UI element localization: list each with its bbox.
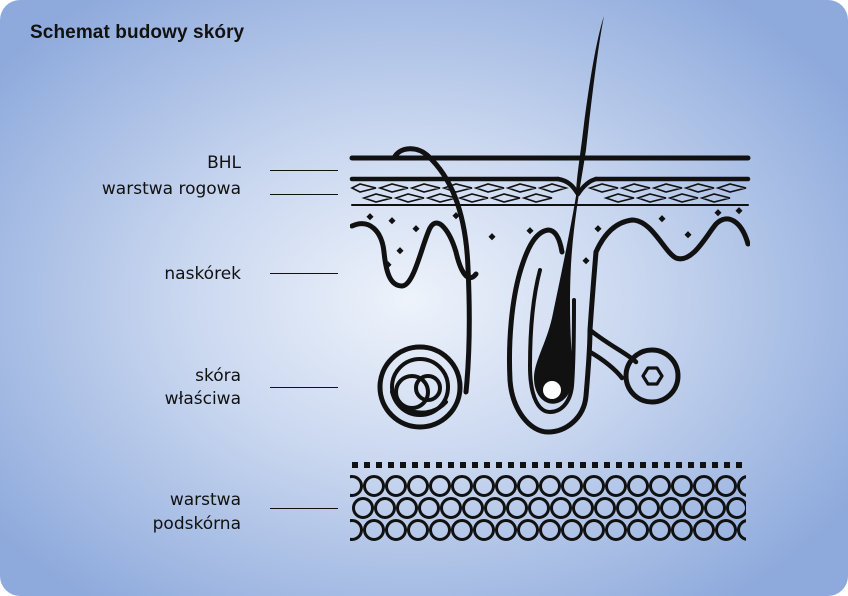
hair-follicle-inner bbox=[528, 268, 576, 414]
leader-warstwa-rogowa bbox=[270, 194, 338, 195]
corneum-pattern bbox=[350, 183, 747, 203]
fat-cell bbox=[737, 475, 746, 497]
fat-cell bbox=[484, 497, 506, 519]
label-bhl: BHL bbox=[207, 153, 241, 173]
fat-cell bbox=[594, 497, 616, 519]
leader-bhl bbox=[270, 170, 338, 171]
hair-shaft bbox=[534, 16, 604, 404]
leader-warstwa-podskorna bbox=[270, 508, 338, 509]
fat-cell bbox=[583, 519, 605, 541]
fat-cell bbox=[495, 475, 517, 497]
label-warstwa-podskorna-line2: podskórna bbox=[152, 514, 241, 534]
fat-cell bbox=[616, 497, 638, 519]
fat-cell bbox=[385, 519, 407, 541]
fat-cell bbox=[473, 475, 495, 497]
sweat-duct bbox=[425, 153, 472, 395]
sweat-duct-top bbox=[391, 146, 431, 161]
fat-cell bbox=[550, 497, 572, 519]
fat-cell bbox=[561, 519, 583, 541]
fat-cell bbox=[627, 519, 649, 541]
fat-cell bbox=[715, 519, 737, 541]
fat-cell bbox=[517, 519, 539, 541]
fat-cell bbox=[715, 475, 737, 497]
fat-cell bbox=[726, 497, 746, 519]
fat-cell bbox=[539, 519, 561, 541]
fat-cell bbox=[374, 497, 396, 519]
epidermis-border bbox=[350, 216, 750, 289]
fat-cell bbox=[605, 475, 627, 497]
fat-cell bbox=[605, 519, 627, 541]
leader-skora-wlasciwa bbox=[270, 387, 338, 388]
label-warstwa-podskorna-line1: warstwa bbox=[169, 490, 241, 510]
hair-follicle-outer bbox=[506, 249, 599, 435]
fat-cells bbox=[350, 475, 769, 541]
fat-cell bbox=[385, 475, 407, 497]
fat-cell bbox=[418, 497, 440, 519]
diagram-title: Schemat budowy skóry bbox=[30, 22, 245, 43]
fat-cell bbox=[429, 519, 451, 541]
fat-cell bbox=[682, 497, 704, 519]
sweat-gland-coil bbox=[377, 344, 463, 430]
fat-cell bbox=[693, 519, 715, 541]
epidermis-dots bbox=[366, 207, 743, 269]
sebaceous-hexagon bbox=[641, 366, 664, 386]
fat-cell bbox=[462, 497, 484, 519]
fat-cell bbox=[517, 475, 539, 497]
fat-cell bbox=[506, 497, 528, 519]
fat-cell bbox=[350, 519, 363, 541]
fat-cell bbox=[473, 519, 495, 541]
fat-cell bbox=[671, 519, 693, 541]
fat-cell bbox=[407, 519, 429, 541]
fat-cell bbox=[750, 499, 769, 518]
fat-cell bbox=[429, 475, 451, 497]
fat-cell bbox=[528, 497, 550, 519]
fat-cell bbox=[451, 519, 473, 541]
fat-cell bbox=[693, 475, 715, 497]
fat-cell bbox=[638, 497, 660, 519]
fat-cell bbox=[363, 475, 385, 497]
label-warstwa-rogowa: warstwa rogowa bbox=[101, 179, 241, 199]
leader-naskorek bbox=[270, 273, 338, 274]
sebaceous-gland bbox=[623, 347, 681, 405]
label-skora-wlasciwa-line1: skóra bbox=[195, 366, 241, 386]
fat-cell bbox=[440, 497, 462, 519]
fat-cell bbox=[583, 475, 605, 497]
fat-cell bbox=[350, 475, 363, 497]
fat-cell bbox=[539, 475, 561, 497]
fat-cell bbox=[396, 497, 418, 519]
fat-cell bbox=[572, 497, 594, 519]
fat-cell bbox=[704, 497, 726, 519]
fat-cell bbox=[363, 519, 385, 541]
fat-cell bbox=[352, 497, 374, 519]
fat-cell bbox=[627, 475, 649, 497]
fat-cell bbox=[671, 475, 693, 497]
fat-cell bbox=[737, 519, 746, 541]
fat-cell bbox=[495, 519, 517, 541]
fat-cell bbox=[660, 497, 682, 519]
fat-cell bbox=[649, 519, 671, 541]
fat-cell bbox=[561, 475, 583, 497]
fat-cell bbox=[649, 475, 671, 497]
fat-cell bbox=[451, 475, 473, 497]
label-naskorek: naskórek bbox=[164, 264, 241, 284]
label-skora-wlasciwa-line2: właściwa bbox=[164, 389, 241, 409]
fat-cell bbox=[407, 475, 429, 497]
